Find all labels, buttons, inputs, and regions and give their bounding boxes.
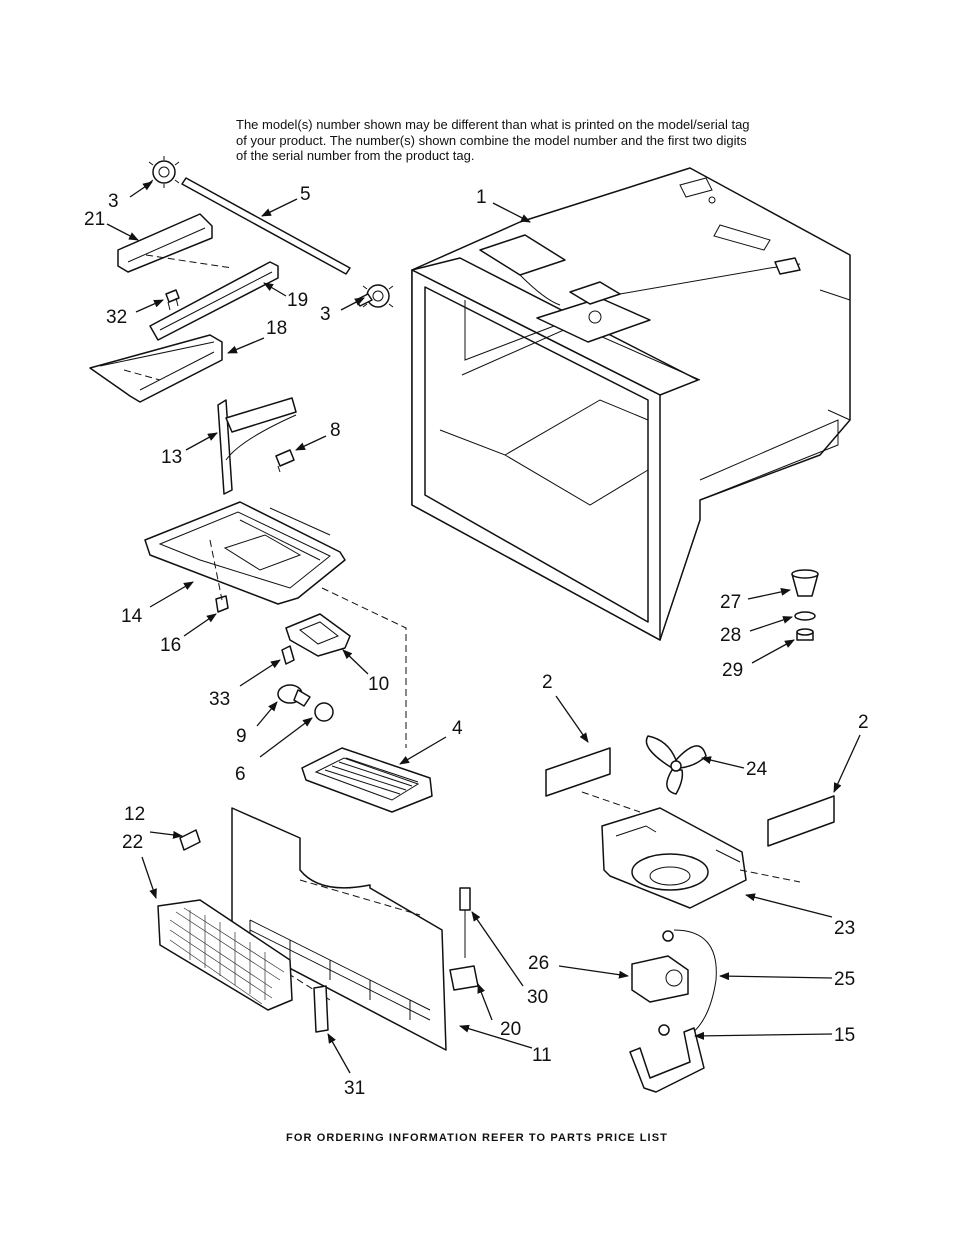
callout-26: 26 bbox=[528, 953, 549, 974]
callout-29: 29 bbox=[722, 660, 743, 681]
callout-4: 4 bbox=[452, 718, 463, 739]
leveling-feet-parts bbox=[791, 569, 819, 641]
callout-16: 16 bbox=[160, 635, 181, 656]
callout-3-top: 3 bbox=[108, 191, 119, 212]
callout-19: 19 bbox=[287, 290, 308, 311]
callout-leaders bbox=[106, 181, 861, 1074]
callout-21: 21 bbox=[84, 209, 105, 230]
callout-27: 27 bbox=[720, 592, 741, 613]
callout-22: 22 bbox=[122, 832, 143, 853]
callout-labels: 3 5 21 1 32 19 3 18 13 8 14 16 10 33 9 6… bbox=[84, 184, 869, 1099]
callout-30: 30 bbox=[527, 987, 548, 1008]
callout-5: 5 bbox=[300, 184, 311, 205]
callout-2-left: 2 bbox=[542, 672, 553, 693]
control-housing-parts bbox=[144, 397, 407, 748]
callout-6: 6 bbox=[235, 764, 246, 785]
callout-18: 18 bbox=[266, 318, 287, 339]
tray-part bbox=[301, 747, 433, 813]
ordering-info-footer: FOR ORDERING INFORMATION REFER TO PARTS … bbox=[286, 1132, 668, 1144]
lower-panel-parts bbox=[157, 807, 479, 1051]
drawer-slide-parts bbox=[89, 156, 394, 403]
callout-12: 12 bbox=[124, 804, 145, 825]
callout-3-lower: 3 bbox=[320, 304, 331, 325]
callout-33: 33 bbox=[209, 689, 230, 710]
freezer-liner-assembly bbox=[411, 167, 851, 641]
callout-24: 24 bbox=[746, 759, 768, 780]
callout-14: 14 bbox=[121, 606, 143, 627]
callout-15: 15 bbox=[834, 1025, 855, 1046]
callout-9: 9 bbox=[236, 726, 247, 747]
callout-11: 11 bbox=[532, 1045, 552, 1066]
callout-25: 25 bbox=[834, 969, 855, 990]
callout-13: 13 bbox=[161, 447, 182, 468]
model-number-note: The model(s) number shown may be differe… bbox=[236, 117, 750, 163]
evaporator-fan-parts bbox=[545, 735, 835, 1093]
callout-23: 23 bbox=[834, 918, 855, 939]
callout-10: 10 bbox=[368, 674, 389, 695]
callout-32: 32 bbox=[106, 307, 127, 328]
callout-31: 31 bbox=[344, 1078, 365, 1099]
callout-2-right: 2 bbox=[858, 712, 869, 733]
callout-1: 1 bbox=[476, 187, 487, 208]
callout-8: 8 bbox=[330, 420, 341, 441]
callout-20: 20 bbox=[500, 1019, 521, 1040]
callout-28: 28 bbox=[720, 625, 741, 646]
